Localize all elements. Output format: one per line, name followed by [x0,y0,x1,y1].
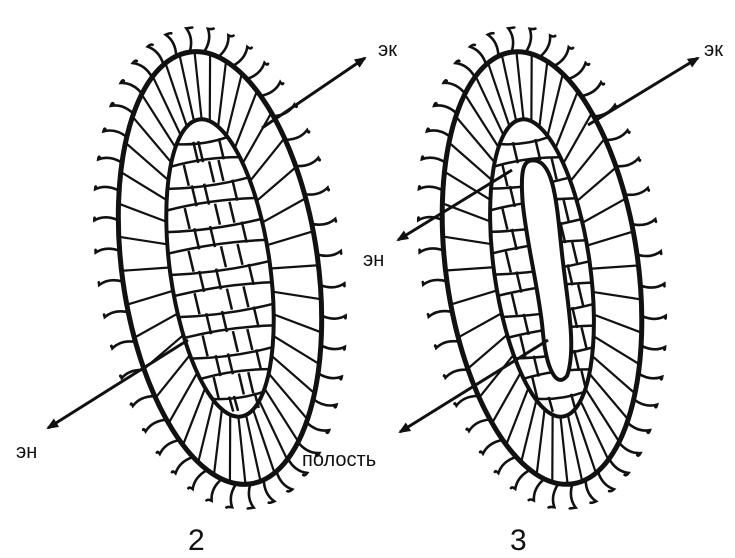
cilium [215,35,236,57]
cilium [295,158,320,167]
cilium [509,470,533,490]
cilium [585,479,596,503]
cilium [627,419,650,435]
cilium [284,130,310,140]
cilium [264,479,275,503]
arrow-ectoderm-3 [588,58,698,125]
cilium [479,440,504,454]
arrow-ectoderm-2 [262,58,365,128]
cilium [313,396,337,410]
cilium [317,251,341,257]
cilium [423,278,447,284]
cilium [641,342,665,353]
cilium [443,369,468,378]
cilium [320,282,344,290]
cilium [111,100,134,116]
cilium [637,251,661,257]
cilium [638,370,662,382]
cilium [318,370,342,382]
cilium [223,484,239,508]
cilium [455,59,475,80]
cilium [421,154,445,166]
cilium [142,420,167,432]
cilium [130,396,156,406]
cilium [466,419,491,431]
cilium [640,282,664,289]
cilium [94,214,118,223]
cilium [120,78,142,96]
label-endoderm-2: эн [16,441,37,463]
cilium [99,279,123,285]
cilium [435,340,460,348]
cilium [148,43,164,66]
cilium [619,440,641,458]
cilium [244,484,253,509]
cilium [508,28,517,53]
cilium [493,457,518,474]
cilium [321,342,345,353]
label-ectoderm-2: эк [378,39,397,61]
cilium [276,469,292,492]
cilium [98,154,122,166]
cilium [419,246,443,253]
cilium [428,310,453,317]
cilium [186,28,195,53]
cilium [186,470,209,490]
cilium [598,470,614,493]
label-ectoderm-3: эк [704,39,723,61]
cilium [312,219,337,226]
cilium [166,33,177,57]
cilium [304,188,329,196]
cilium [526,479,547,501]
cilium [427,126,451,140]
cilium [615,158,640,167]
cilium [133,59,153,80]
figure-number-2: 2 [188,524,205,553]
cilium [609,456,629,477]
cilium [470,43,486,66]
figure-2-larva [66,11,375,524]
label-endoderm-3: эн [363,249,384,271]
cilium [230,46,253,66]
cilium [104,310,129,317]
cilium [605,130,630,140]
cilium [204,479,225,501]
cilium [632,219,657,226]
cilium [545,484,561,508]
cilium [566,484,575,509]
cilium [624,188,649,196]
cilium [566,62,591,79]
cilium [155,440,180,454]
label-cavity-3: полость [302,449,376,471]
cilium [522,28,538,52]
figure-number-3: 3 [510,524,527,553]
cilium [307,419,330,435]
cilium [245,62,270,79]
cilium [537,35,558,57]
cilium [580,82,605,96]
cilium [552,47,576,67]
cilium [170,457,195,474]
cilium [201,28,217,52]
cilium [111,340,136,348]
cilium [642,313,666,322]
cilium [95,183,119,194]
cilium [488,33,499,57]
cilium [103,126,127,140]
cilium [95,247,119,255]
cilium [322,312,346,321]
cilium [434,100,457,116]
cilium [259,82,284,96]
cilium [443,78,465,96]
cilium [634,396,658,410]
cilium [419,183,443,194]
